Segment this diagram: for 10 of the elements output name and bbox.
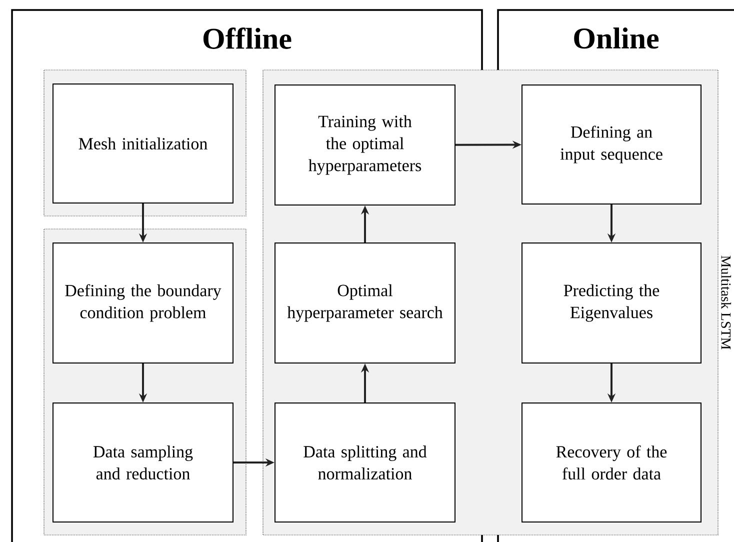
process-box: Training with the optimal hyperparameters (274, 84, 456, 206)
process-box: Data splitting and normalization (274, 402, 456, 522)
process-box: Optimal hyperparameter search (274, 242, 456, 364)
process-box: Predicting the Eigenvalues (522, 242, 702, 364)
process-box: Mesh initialization (52, 84, 234, 204)
group-label: Multitask LSTM (721, 256, 732, 350)
process-box: Defining the boundary condition problem (52, 242, 234, 364)
process-box: Data sampling and reduction (52, 402, 234, 522)
process-box: Recovery of the full order data (522, 402, 702, 522)
process-box: Defining an input sequence (522, 84, 702, 204)
